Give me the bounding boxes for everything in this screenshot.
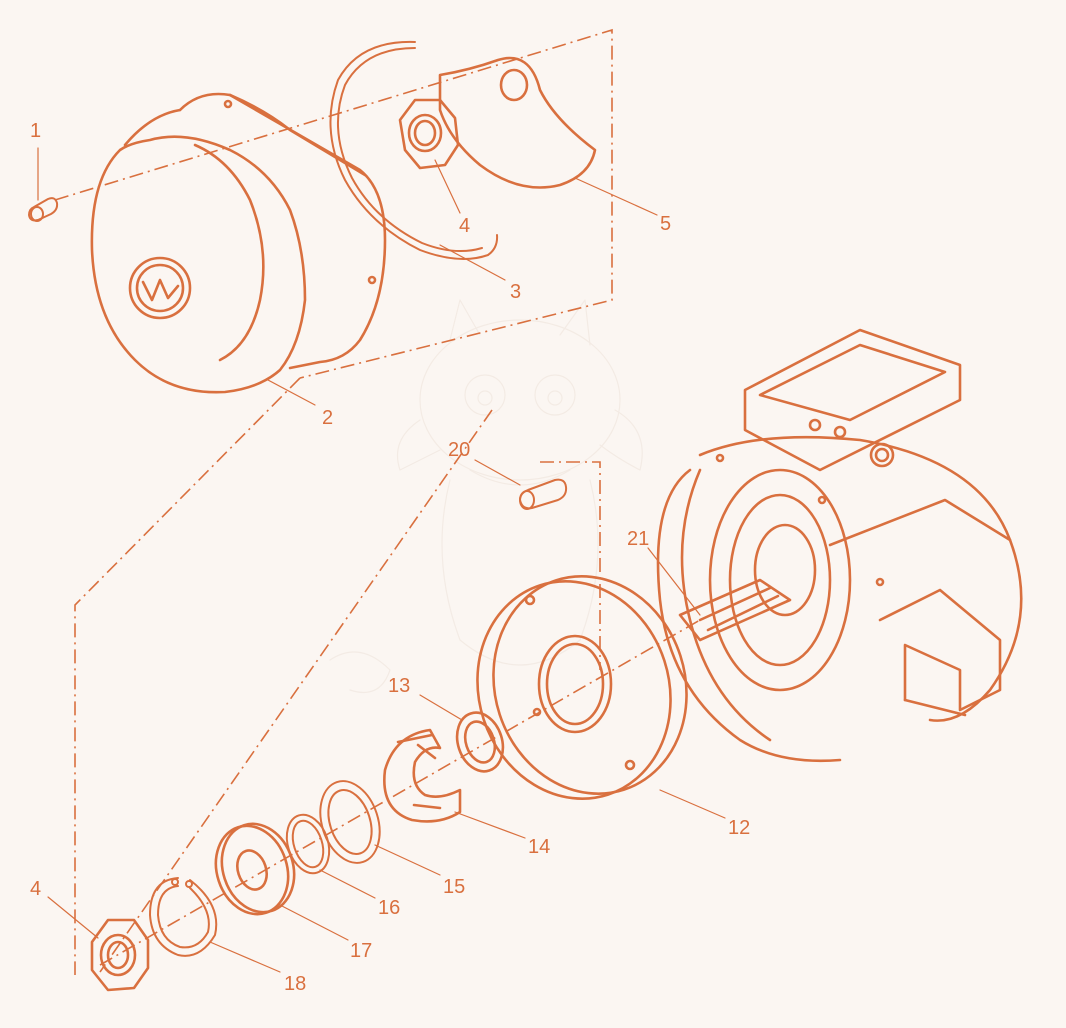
bearing-cage-part-14 [383,728,462,823]
label-part-20: 20 [448,439,470,461]
socket-screw-part-20 [519,478,568,510]
label-part-12: 12 [728,817,750,839]
label-part-15: 15 [443,876,465,898]
label-part-21: 21 [627,528,649,550]
lever-plate-part-5 [438,56,597,189]
callout-leader-lines [37,147,726,973]
retaining-ring-part-3 [329,40,499,260]
washer-part-17 [214,822,296,916]
label-part-18: 18 [284,973,306,995]
part-number-labels: 1 2 3 4 5 20 21 13 12 14 15 16 17 18 4 [30,120,750,995]
cap-screw-part-1 [28,197,59,222]
hex-nut-part-4-bottom [90,918,150,992]
label-part-4-top: 4 [459,215,470,237]
hex-nut-part-4-top [398,98,460,170]
label-part-5: 5 [660,213,671,235]
snap-ring-part-18 [149,877,218,957]
label-part-2: 2 [322,407,333,429]
motor-housing-part-21 [656,328,1023,763]
label-part-14: 14 [528,836,550,858]
label-part-16: 16 [378,897,400,919]
label-part-4-bottom: 4 [30,878,41,900]
spacer-ring-part-13 [455,711,505,773]
label-part-13: 13 [388,675,410,697]
assembly-guide-lines [54,28,701,975]
brake-plate-part-12 [476,575,688,800]
brake-cover-part-2 [90,92,387,394]
label-part-1: 1 [30,120,41,142]
label-part-17: 17 [350,940,372,962]
label-part-3: 3 [510,281,521,303]
